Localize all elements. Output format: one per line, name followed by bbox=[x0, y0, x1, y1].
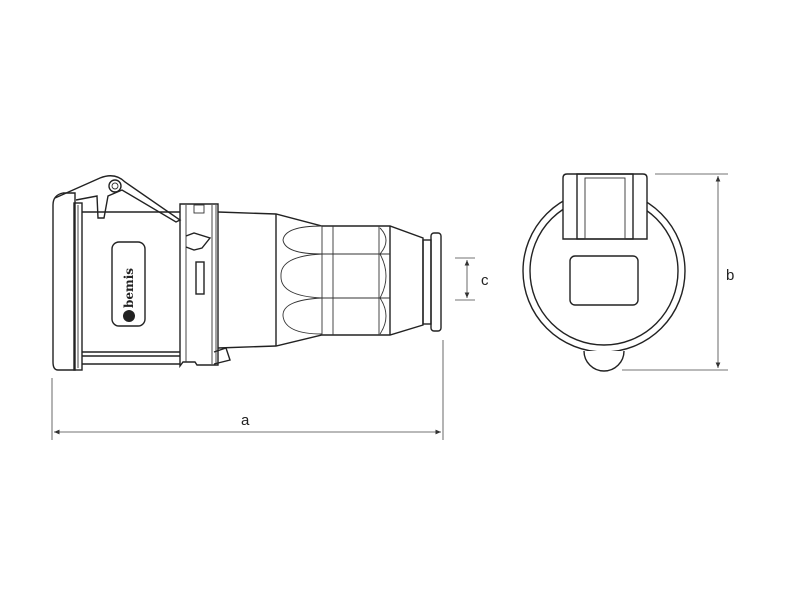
end-ring bbox=[422, 239, 432, 325]
latch bbox=[185, 232, 212, 251]
grip-lobe bbox=[282, 297, 323, 335]
collar bbox=[179, 203, 219, 369]
lid-tab-panel bbox=[584, 177, 626, 240]
dimension-b: b bbox=[622, 173, 734, 371]
logo-plate bbox=[111, 241, 146, 327]
contact-window bbox=[569, 255, 639, 306]
lid-tab bbox=[562, 173, 648, 240]
grip-lobe-end bbox=[379, 227, 387, 335]
front-plate bbox=[52, 192, 76, 371]
end-cap bbox=[430, 232, 442, 332]
brand-logo-emblem bbox=[123, 310, 135, 322]
hinge bbox=[108, 179, 122, 193]
grip-lobe bbox=[282, 225, 323, 255]
socket-body bbox=[82, 211, 180, 365]
collar-notch bbox=[193, 204, 205, 214]
front-flange bbox=[73, 202, 83, 371]
side-view-socket: bemis bbox=[52, 175, 442, 371]
dimension-a-label: a bbox=[241, 412, 250, 429]
bottom-tab bbox=[583, 350, 625, 372]
slot bbox=[195, 261, 205, 295]
dimension-a: a bbox=[51, 340, 444, 440]
dimension-b-label: b bbox=[726, 267, 734, 284]
dimension-c-label: c bbox=[481, 272, 489, 289]
clip bbox=[213, 347, 231, 365]
brand-logo: bemis bbox=[122, 268, 136, 322]
brand-logo-text: bemis bbox=[122, 268, 136, 308]
lid-tab-mask bbox=[563, 174, 647, 239]
lid bbox=[54, 175, 182, 223]
cable-gland bbox=[217, 211, 424, 349]
hinge-pin bbox=[111, 182, 119, 190]
grip-lobe bbox=[280, 253, 323, 299]
front-view-socket bbox=[522, 173, 686, 372]
dimension-c: c bbox=[455, 257, 489, 301]
